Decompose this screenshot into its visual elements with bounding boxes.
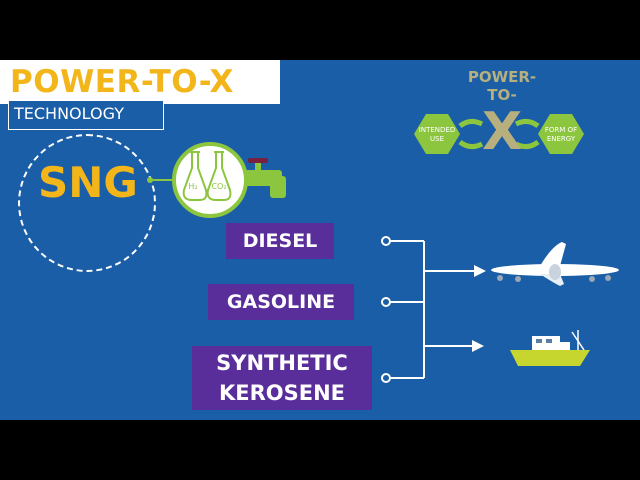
- power-to-x-logo: [414, 114, 584, 154]
- logo-x-letter: X: [481, 102, 523, 162]
- faucet-icon: [244, 158, 286, 198]
- title-banner: [0, 60, 280, 104]
- fuel-box-synthetic-kerosene: SYNTHETIC KEROSENE: [192, 346, 372, 410]
- fuel-connectors: [381, 236, 486, 383]
- diagram-stage: POWER-TO-X TECHNOLOGY SNG: [0, 60, 640, 420]
- page-title: POWER-TO-X: [10, 64, 234, 100]
- ship-icon: [510, 330, 590, 366]
- flask-icon: [172, 142, 248, 218]
- logo-line1: POWER-: [467, 68, 537, 86]
- flask-right-label: CO₂: [211, 182, 227, 191]
- sng-connector-dot: [147, 177, 153, 183]
- intended-use-label: INTENDED USE: [418, 126, 456, 143]
- fuel-box-gasoline: GASOLINE: [208, 284, 354, 320]
- flask-left-label: H₂: [188, 182, 198, 191]
- sng-label: SNG: [38, 158, 138, 207]
- logo-line2: TO-: [487, 86, 517, 104]
- intended-use-hex: [414, 114, 460, 154]
- form-of-energy-label: FORM OF ENERGY: [544, 126, 578, 143]
- subtitle-banner: [8, 100, 164, 130]
- fuel-box-diesel: DIESEL: [226, 223, 334, 259]
- form-of-energy-hex: [538, 114, 584, 154]
- diagram-graphics: [147, 114, 619, 383]
- sng-dashed-circle: [18, 134, 156, 272]
- airplane-icon: [491, 242, 619, 286]
- page-subtitle: TECHNOLOGY: [14, 104, 124, 123]
